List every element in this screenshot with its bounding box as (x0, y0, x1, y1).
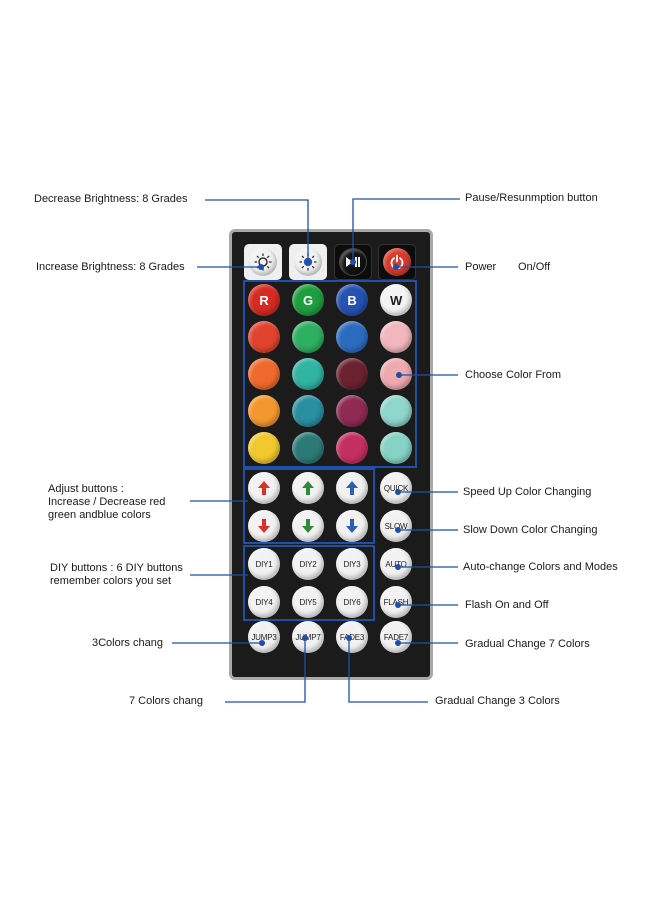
label-pause: Pause/Resunmption button (465, 192, 598, 204)
color-button-r1-c1[interactable]: R (248, 284, 280, 316)
color-button-r1-c3[interactable]: B (336, 284, 368, 316)
label-power: Power (465, 261, 497, 273)
label-diy: DIY buttons : 6 DIY buttons remember col… (50, 562, 183, 587)
diy1-label: DIY1 (255, 559, 273, 569)
auto-button[interactable]: AUTO (380, 548, 412, 580)
color-button-r2-c3[interactable] (336, 321, 368, 353)
power-key[interactable] (378, 244, 416, 280)
color-letter-r: R (259, 292, 269, 308)
color-letter-w: W (389, 292, 403, 308)
label-choose-color: Choose Color From (465, 369, 561, 381)
fade3-button[interactable]: FADE3 (336, 621, 368, 653)
auto-label: AUTO (385, 559, 407, 569)
fade3-label: FADE3 (339, 632, 365, 642)
pause-key[interactable] (334, 244, 372, 280)
label-gradual3: Gradual Change 3 Colors (435, 695, 560, 707)
label-decrease-brightness: Decrease Brightness: 8 Grades (34, 193, 188, 205)
label-increase-brightness: Increase Brightness: 8 Grades (36, 261, 185, 273)
arrow-up-green-icon (302, 481, 314, 495)
diy4-label: DIY4 (255, 597, 273, 607)
diy2-label: DIY2 (299, 559, 317, 569)
color-button-r2-c2[interactable] (292, 321, 324, 353)
diy5-button[interactable]: DIY5 (292, 586, 324, 618)
color-letter-g: G (303, 292, 313, 308)
arrow-up-red-icon (258, 481, 270, 495)
quick-label: QUICK (383, 483, 409, 493)
arrow-down-red-icon (258, 519, 270, 533)
color-button-r2-c4[interactable] (380, 321, 412, 353)
diy5-label: DIY5 (299, 597, 317, 607)
jump7-button[interactable]: JUMP7 (292, 621, 324, 653)
jump3-button[interactable]: JUMP3 (248, 621, 280, 653)
diy6-button[interactable]: DIY6 (336, 586, 368, 618)
label-adjust: Adjust buttons : Increase / Decrease red… (48, 483, 166, 521)
slow-button[interactable]: SLOW (380, 510, 412, 542)
label-auto-change: Auto-change Colors and Modes (463, 561, 618, 573)
label-onoff: On/Off (518, 261, 551, 273)
play-pause-icon (339, 248, 367, 276)
increase-brightness-key[interactable] (289, 244, 327, 280)
color-button-r1-c4[interactable]: W (380, 284, 412, 316)
color-letter-b: B (347, 292, 357, 308)
flash-button[interactable]: FLASH (380, 586, 412, 618)
arrow-down-green-icon (302, 519, 314, 533)
color-button-r3-c1[interactable] (248, 358, 280, 390)
color-button-r4-c2[interactable] (292, 395, 324, 427)
diy4-button[interactable]: DIY4 (248, 586, 280, 618)
color-button-r5-c1[interactable] (248, 432, 280, 464)
sun-outline-icon (249, 248, 277, 276)
fade7-button[interactable]: FADE7 (380, 621, 412, 653)
slow-label: SLOW (384, 521, 408, 531)
jump7-label: JUMP7 (295, 632, 321, 642)
color-button-r4-c4[interactable] (380, 395, 412, 427)
color-button-r3-c4[interactable] (380, 358, 412, 390)
color-button-r4-c3[interactable] (336, 395, 368, 427)
red-down-button[interactable] (248, 510, 280, 542)
decrease-brightness-key[interactable] (244, 244, 282, 280)
color-button-r2-c1[interactable] (248, 321, 280, 353)
green-down-button[interactable] (292, 510, 324, 542)
arrow-up-blue-icon (346, 481, 358, 495)
diy6-label: DIY6 (343, 597, 361, 607)
arrow-down-blue-icon (346, 519, 358, 533)
flash-label: FLASH (383, 597, 409, 607)
jump3-label: JUMP3 (251, 632, 277, 642)
color-button-r3-c2[interactable] (292, 358, 324, 390)
color-button-r3-c3[interactable] (336, 358, 368, 390)
label-slow-down: Slow Down Color Changing (463, 524, 598, 536)
color-button-r5-c2[interactable] (292, 432, 324, 464)
label-gradual7: Gradual Change 7 Colors (465, 638, 590, 650)
diy2-button[interactable]: DIY2 (292, 548, 324, 580)
diy3-button[interactable]: DIY3 (336, 548, 368, 580)
sun-filled-icon (294, 248, 322, 276)
label-speed-up: Speed Up Color Changing (463, 486, 592, 498)
color-button-r5-c4[interactable] (380, 432, 412, 464)
blue-down-button[interactable] (336, 510, 368, 542)
blue-up-button[interactable] (336, 472, 368, 504)
label-seven-colors: 7 Colors chang (129, 695, 203, 707)
color-button-r4-c1[interactable] (248, 395, 280, 427)
power-icon (383, 248, 411, 276)
color-button-r5-c3[interactable] (336, 432, 368, 464)
label-flash: Flash On and Off (465, 599, 549, 611)
green-up-button[interactable] (292, 472, 324, 504)
quick-button[interactable]: QUICK (380, 472, 412, 504)
label-three-colors: 3Colors chang (92, 637, 163, 649)
fade7-label: FADE7 (383, 632, 409, 642)
diy3-label: DIY3 (343, 559, 361, 569)
diy1-button[interactable]: DIY1 (248, 548, 280, 580)
color-button-r1-c2[interactable]: G (292, 284, 324, 316)
red-up-button[interactable] (248, 472, 280, 504)
